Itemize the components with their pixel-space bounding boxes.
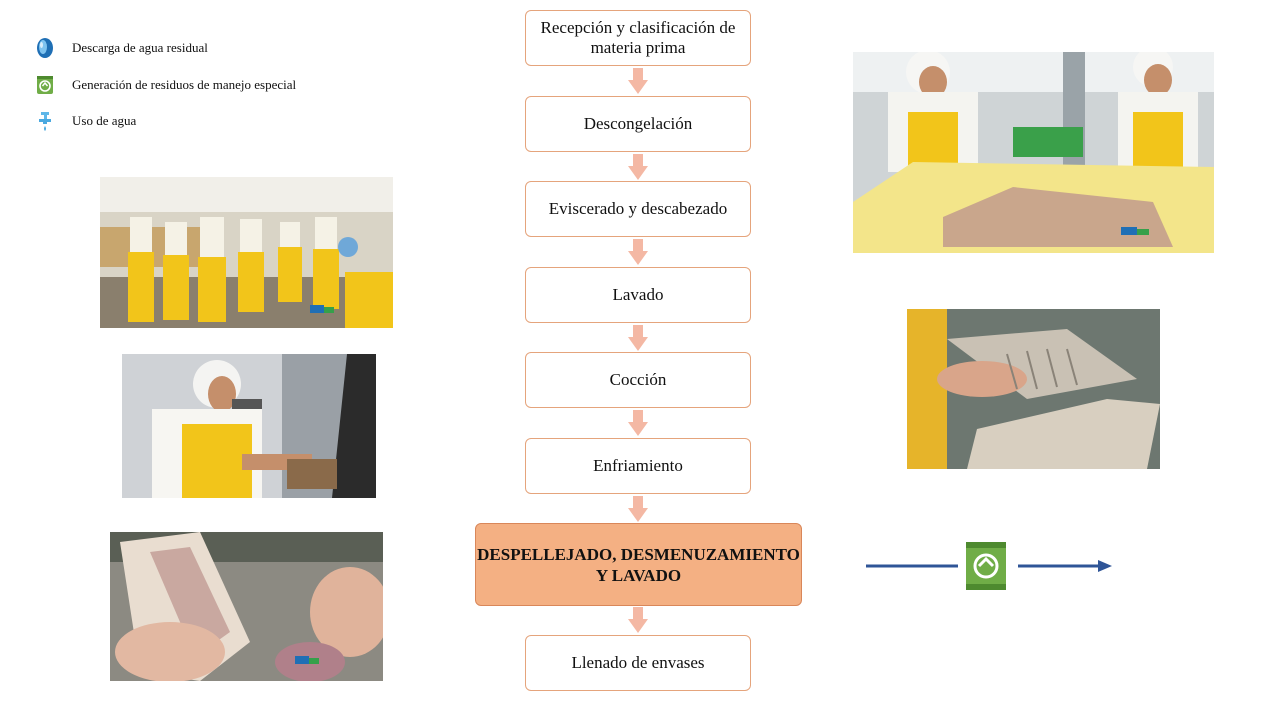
step-lavado: Lavado — [525, 267, 751, 323]
step-label: Descongelación — [583, 114, 693, 133]
down-arrow-icon — [628, 496, 648, 522]
down-arrow-icon — [628, 325, 648, 351]
photo-workers-line — [100, 177, 393, 328]
special-waste-icon — [37, 76, 53, 94]
step-despellejado: DESPELLEJADO, DESMENUZAMIENTO Y LAVADO — [475, 523, 802, 606]
legend-item-water-discharge: Descarga de agua residual — [36, 37, 208, 59]
step-llenado: Llenado de envases — [525, 635, 751, 691]
step-coccion: Cocción — [525, 352, 751, 408]
flow-arrow-right — [1018, 560, 1112, 572]
step-enfriamiento: Enfriamiento — [525, 438, 751, 494]
down-arrow-icon — [628, 68, 648, 94]
step-descongelacion: Descongelación — [525, 96, 751, 152]
down-arrow-icon — [628, 154, 648, 180]
photo-workers-bins — [853, 52, 1214, 253]
step-label: Cocción — [609, 370, 667, 389]
legend-label: Descarga de agua residual — [72, 40, 208, 55]
photo-worker-closeup — [122, 354, 376, 498]
step-recepcion: Recepción y clasificación de materia pri… — [525, 10, 751, 66]
legend-item-special-waste: Generación de residuos de manejo especia… — [36, 74, 296, 96]
flow-line — [866, 564, 958, 568]
down-arrow-icon — [628, 410, 648, 436]
legend-label: Uso de agua — [72, 113, 137, 128]
step-label: Recepción y clasificación de materia pri… — [540, 18, 736, 57]
legend-label: Generación de residuos de manejo especia… — [72, 77, 297, 92]
water-use-icon — [39, 112, 51, 131]
down-arrow-icon — [628, 239, 648, 265]
water-discharge-icon — [37, 38, 53, 58]
step-label: Enfriamiento — [593, 456, 683, 475]
step-label: Eviscerado y descabezado — [548, 199, 728, 218]
photo-fish-hands — [110, 532, 383, 681]
legend-item-water-use: Uso de agua — [36, 110, 136, 132]
down-arrow-icon — [628, 607, 648, 633]
step-label: Llenado de envases — [571, 653, 705, 672]
step-label: DESPELLEJADO, DESMENUZAMIENTO Y LAVADO — [477, 544, 800, 585]
recycling-bin-icon — [966, 542, 1006, 590]
photo-fish-skeleton — [907, 309, 1160, 469]
step-eviscerado: Eviscerado y descabezado — [525, 181, 751, 237]
step-label: Lavado — [612, 285, 664, 304]
